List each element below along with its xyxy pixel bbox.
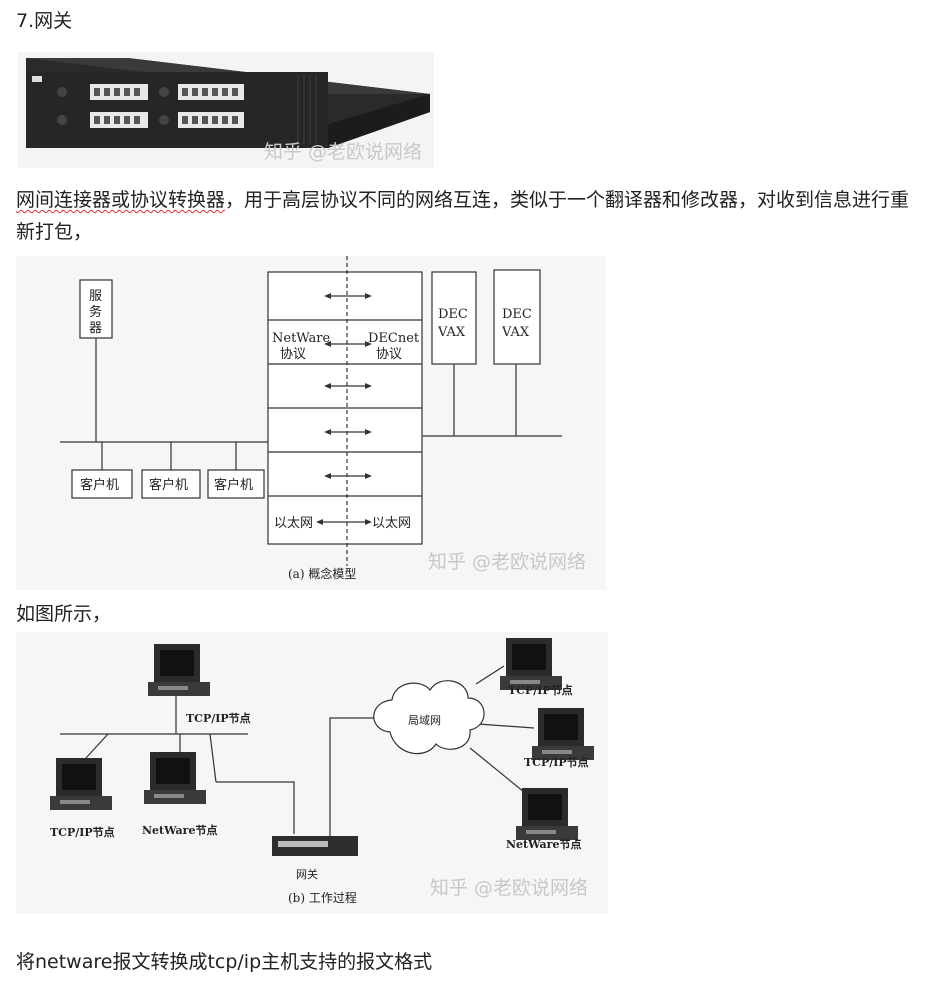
dec-vax-1-line-1: DEC <box>438 307 468 322</box>
ethernet-left: 以太网 <box>274 516 313 531</box>
watermark: 知乎 @老欧说网络 <box>428 551 586 573</box>
dec-vax-2-line-1: DEC <box>502 307 532 322</box>
lan-label: 局域网 <box>408 714 441 727</box>
dec-vax-1-line-2: VAX <box>437 325 466 340</box>
right-protocol-line-1: DECnet <box>368 331 420 346</box>
watermark: 知乎 @老欧说网络 <box>264 141 422 163</box>
client-box-1 <box>71 469 133 499</box>
tcpip-node-right-1-computer <box>500 638 562 690</box>
netware-node-left-computer <box>144 752 206 804</box>
server-label-char-3: 器 <box>89 321 102 336</box>
figure-a-caption: (a) 概念模型 <box>288 566 356 581</box>
description-paragraph: 网间连接器或协议转换器，用于高层协议不同的网络互连，类似于一个翻译器和修改器，对… <box>16 184 916 248</box>
concept-model-figure: 服 务 器 NetWare 协议 DECnet 协议 DEC VAX DEC V… <box>16 256 606 590</box>
netware-node-label-left: NetWare节点 <box>142 823 217 837</box>
netware-node-label-right: NetWare节点 <box>506 837 581 851</box>
tcpip-node-label-top: TCP/IP节点 <box>186 711 251 725</box>
tcpip-node-label-left: TCP/IP节点 <box>50 825 115 839</box>
description-text: ，用于高层协议不同的网络互连，类似于一个翻译器和修改器，对收到信息进行重新打包， <box>16 189 910 243</box>
client-box-3 <box>207 469 265 499</box>
ethernet-right: 以太网 <box>372 516 411 531</box>
dec-vax-2-line-2: VAX <box>501 325 530 340</box>
client-label-1: 客户机 <box>80 477 119 493</box>
server-label-char-1: 服 <box>89 289 102 304</box>
server-label-char-2: 务 <box>89 304 102 320</box>
dec-vax-box-2 <box>493 269 541 365</box>
conclusion-text: 将netware报文转换成tcp/ip主机支持的报文格式 <box>16 951 433 973</box>
as-shown-text: 如图所示， <box>16 603 112 625</box>
tcpip-node-label-right-1: TCP/IP节点 <box>508 683 573 697</box>
left-protocol-line-2: 协议 <box>280 347 306 362</box>
watermark: 知乎 @老欧说网络 <box>430 877 588 899</box>
client-label-2: 客户机 <box>149 477 188 493</box>
tcpip-node-right-2-computer <box>532 708 594 760</box>
client-label-3: 客户机 <box>214 477 253 493</box>
lan-cloud <box>373 680 485 755</box>
gateway-label: 网关 <box>296 867 318 881</box>
netware-node-right-computer <box>516 788 578 840</box>
figure-b-caption: (b) 工作过程 <box>288 890 357 905</box>
gateway-device-image: 知乎 @老欧说网络 <box>18 52 434 168</box>
right-protocol-line-2: 协议 <box>376 347 402 362</box>
tcpip-node-left-computer <box>50 758 112 810</box>
section-title: 7.网关 <box>16 10 73 32</box>
tcpip-node-label-right-2: TCP/IP节点 <box>524 755 589 769</box>
tcpip-node-top-computer <box>148 644 210 696</box>
dec-vax-box-1 <box>431 271 477 365</box>
description-underlined: 网间连接器或协议转换器 <box>16 189 226 211</box>
working-process-figure: TCP/IP节点 TCP/IP节点 NetWare节点 局域网 网关 TCP/I… <box>16 632 608 914</box>
left-protocol-line-1: NetWare <box>272 331 330 346</box>
